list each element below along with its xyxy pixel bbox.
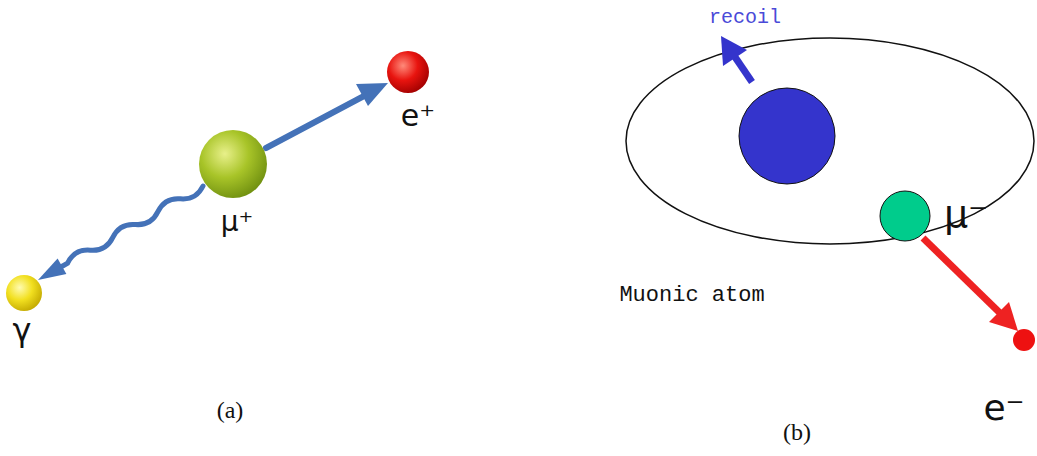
panel-label: (a): [217, 398, 244, 422]
muon-decay-figure: [6, 51, 429, 311]
recoil-label: recoil: [709, 8, 781, 28]
particle-label: μ⁻: [944, 195, 988, 233]
particle-label: e⁻: [983, 390, 1024, 426]
particle-label: γ: [13, 314, 32, 346]
particle-label: e⁺: [401, 101, 435, 131]
atom-label: Muonic atom: [619, 285, 764, 307]
panel-label: (b): [783, 420, 811, 444]
particle-label: μ⁺: [221, 208, 254, 236]
